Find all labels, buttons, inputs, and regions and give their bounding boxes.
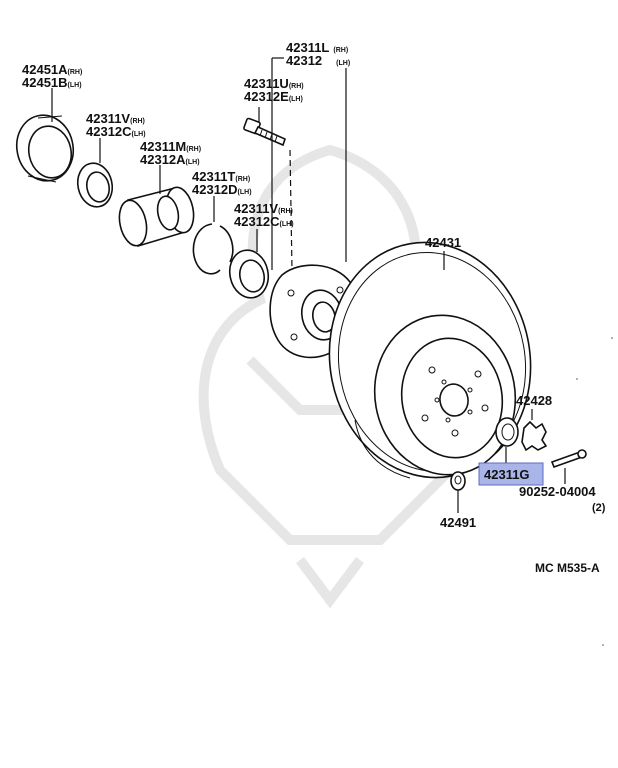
callout-labels: 42451A(RH) 42451B(LH) 42311V(RH) 42312C(… xyxy=(22,40,606,575)
callout-42312C-inner: 42312C(LH) xyxy=(234,214,294,229)
callout-quantity: (2) xyxy=(592,502,606,514)
snap-ring-part[interactable] xyxy=(192,223,234,275)
callout-42451B: 42451B(LH) xyxy=(22,75,82,90)
figure-code: MC M535-A xyxy=(535,561,600,575)
callout-42311L: 42311L(RH) xyxy=(286,40,348,55)
callout-42312D: 42312D(LH) xyxy=(192,182,252,197)
dust-cover-part[interactable] xyxy=(11,110,79,186)
callout-42311T: 42311T(RH) xyxy=(192,169,250,184)
callout-42451A: 42451A(RH) xyxy=(22,62,82,77)
nut-lock-cap-part[interactable] xyxy=(521,420,548,452)
hub-bolt-part[interactable] xyxy=(243,117,286,147)
cotter-pin-part[interactable] xyxy=(550,449,587,469)
callout-42431: 42431 xyxy=(425,235,461,250)
stray-dot xyxy=(611,337,613,339)
callout-42312E: 42312E(LH) xyxy=(244,89,303,104)
callout-42311V-outer: 42311V(RH) xyxy=(86,111,145,126)
bolt-path-dashed xyxy=(289,149,293,271)
lock-nut-part[interactable] xyxy=(495,417,519,447)
brake-disc-part[interactable] xyxy=(311,226,549,493)
outer-oil-seal-part[interactable] xyxy=(74,160,116,210)
leader-lines xyxy=(51,57,566,513)
callout-42311M: 42311M(RH) xyxy=(140,139,201,154)
callout-42311U: 42311U(RH) xyxy=(244,76,304,91)
callout-42312: 42312(LH) xyxy=(286,53,350,68)
callout-42491: 42491 xyxy=(440,515,476,530)
inner-oil-seal-part[interactable] xyxy=(225,247,272,302)
callout-42312A: 42312A(LH) xyxy=(140,152,200,167)
stray-dot xyxy=(576,378,578,380)
callout-42311G: 42311G xyxy=(484,467,530,482)
callout-42311V-inner: 42311V(RH) xyxy=(234,201,293,216)
highlight-box xyxy=(478,462,544,486)
cap-nut-part[interactable] xyxy=(450,471,466,491)
stray-dot xyxy=(602,644,604,646)
callout-42428: 42428 xyxy=(516,393,552,408)
hub-bearing-part[interactable] xyxy=(116,185,198,248)
callout-42312C-outer: 42312C(LH) xyxy=(86,124,146,139)
callout-90252-04004: 90252-04004 xyxy=(519,484,596,499)
